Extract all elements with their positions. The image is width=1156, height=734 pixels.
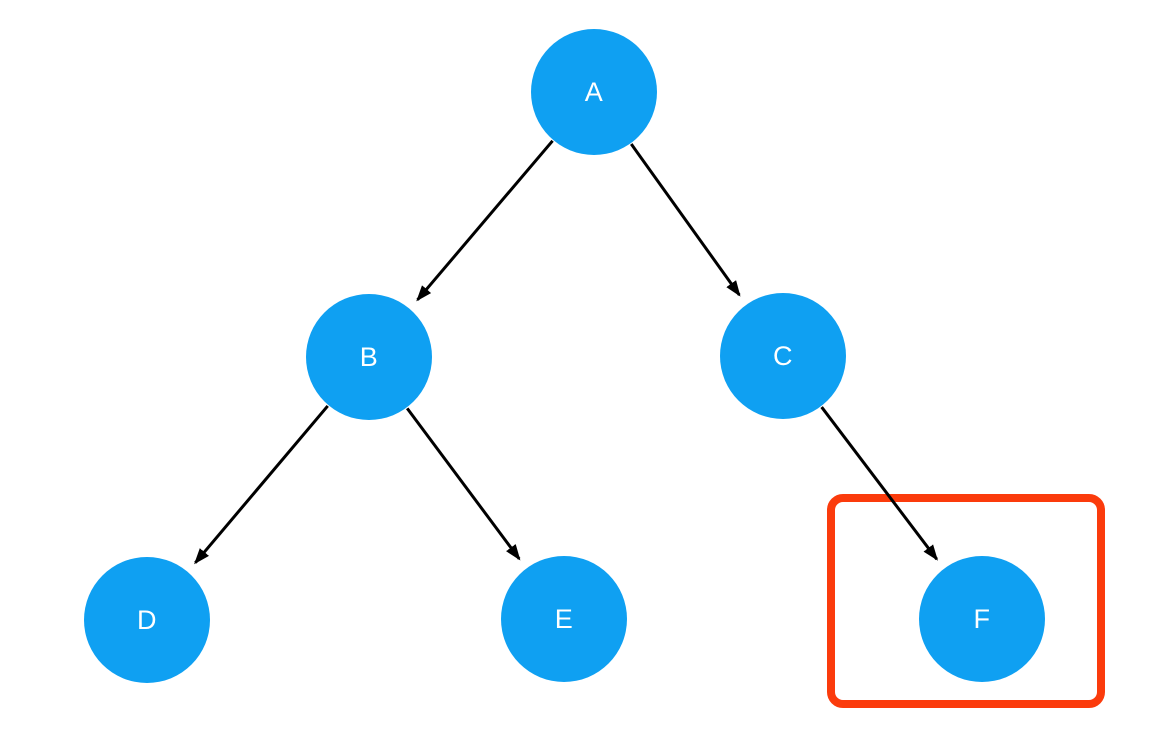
node-c-label: C [773,341,793,371]
node-f: F [919,556,1045,682]
node-a-label: A [585,77,604,107]
node-d-circle [84,557,210,683]
node-e-label: E [555,604,574,634]
node-b-circle [306,294,432,420]
node-f-circle [919,556,1045,682]
node-e: E [501,556,627,682]
node-a-circle [531,29,657,155]
node-d: D [84,557,210,683]
highlight-rectangle [827,494,1105,708]
node-a: A [531,29,657,155]
edge-b-d-arrow [194,404,329,565]
edge-b-e-arrow [406,407,521,561]
node-f-label: F [974,604,991,634]
edge-a-b-arrow [416,139,554,302]
node-e-circle [501,556,627,682]
node-b: B [306,294,432,420]
node-c: C [720,293,846,419]
node-b-label: B [360,342,379,372]
node-c-circle [720,293,846,419]
edge-a-c-arrow [630,143,741,297]
node-d-label: D [137,605,157,635]
edge-c-f-arrow [820,406,938,561]
